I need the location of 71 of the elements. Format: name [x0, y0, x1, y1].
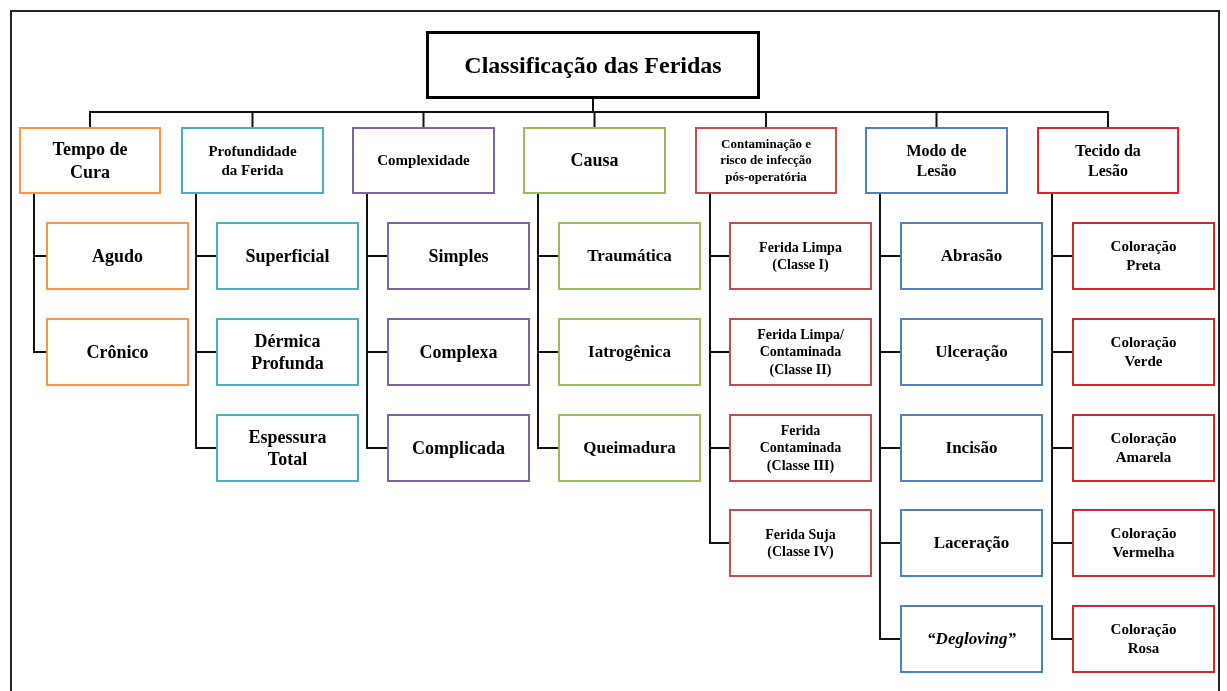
node-label: Coloração Verde — [1109, 333, 1178, 371]
node-label: Ferida Contaminada (Classe III) — [758, 421, 843, 475]
subcategory-box — [216, 222, 359, 290]
subcategory-box — [1072, 222, 1215, 290]
subcategory-box — [1072, 605, 1215, 673]
node-label: Queimadura — [583, 437, 676, 459]
subcategory-box — [900, 605, 1043, 673]
connector-line — [709, 193, 730, 544]
subcategory-box — [900, 318, 1043, 386]
node-label: “Degloving” — [927, 628, 1016, 650]
node-label: Tecido da Lesão — [1074, 140, 1142, 181]
node-label: Coloração Vermelha — [1109, 524, 1178, 562]
node-label: Contaminação e risco de infecção pós-operatória — [719, 136, 813, 185]
subcategory-box — [1072, 509, 1215, 577]
subcategory-box — [729, 414, 872, 482]
node-label: Dérmica Profunda — [250, 329, 325, 375]
node-label: Crônico — [86, 340, 149, 364]
category-box — [1037, 127, 1179, 194]
category-box — [523, 127, 666, 194]
node-label: Modo de Lesão — [905, 140, 968, 181]
node-label: Ferida Limpa (Classe I) — [758, 238, 843, 274]
category-box — [352, 127, 495, 194]
node-label: Espessura Total — [247, 425, 328, 471]
subcategory-box — [900, 414, 1043, 482]
node-label: Incisão — [945, 437, 998, 459]
subcategory-box — [558, 318, 701, 386]
node-label: Superficial — [245, 244, 330, 268]
subcategory-box — [216, 318, 359, 386]
subcategory-box — [1072, 318, 1215, 386]
node-label: Ulceração — [935, 341, 1008, 363]
subcategory-box — [729, 318, 872, 386]
node-label: Causa — [570, 149, 619, 172]
node-label: Coloração Amarela — [1109, 429, 1178, 467]
node-label: Agudo — [92, 244, 143, 268]
category-box — [865, 127, 1008, 194]
category-box — [19, 127, 161, 194]
node-label: Coloração Preta — [1109, 237, 1178, 275]
node-label: Iatrogênica — [588, 341, 671, 363]
subcategory-box — [558, 414, 701, 482]
subcategory-box — [1072, 414, 1215, 482]
subcategory-box — [46, 222, 189, 290]
node-label: Ferida Suja (Classe IV) — [764, 525, 837, 561]
connector-line — [537, 193, 559, 449]
connector-line — [33, 193, 47, 353]
node-label: Profundidade da Ferida — [207, 141, 298, 180]
node-label: Complexidade — [377, 151, 470, 170]
subcategory-box — [387, 222, 530, 290]
title-box — [426, 31, 760, 99]
category-box — [181, 127, 324, 194]
subcategory-box — [216, 414, 359, 482]
subcategory-box — [46, 318, 189, 386]
node-label: Abrasão — [940, 245, 1003, 267]
node-label: Simples — [428, 244, 489, 268]
node-label: Tempo de Cura — [51, 138, 129, 183]
node-label: Complexa — [419, 340, 498, 364]
subcategory-box — [387, 414, 530, 482]
connector-line — [195, 193, 217, 449]
node-label: Traumática — [587, 245, 672, 267]
subcategory-box — [387, 318, 530, 386]
node-label: Ferida Limpa/ Contaminada (Classe II) — [756, 325, 845, 379]
connector-line — [366, 193, 388, 449]
subcategory-box — [729, 509, 872, 577]
subcategory-box — [729, 222, 872, 290]
category-box — [695, 127, 837, 194]
subcategory-box — [900, 509, 1043, 577]
node-label: Classificação das Feridas — [464, 51, 722, 80]
node-label: Laceração — [933, 532, 1010, 554]
node-label: Coloração Rosa — [1109, 620, 1178, 658]
node-label: Complicada — [412, 436, 505, 460]
subcategory-box — [900, 222, 1043, 290]
subcategory-box — [558, 222, 701, 290]
